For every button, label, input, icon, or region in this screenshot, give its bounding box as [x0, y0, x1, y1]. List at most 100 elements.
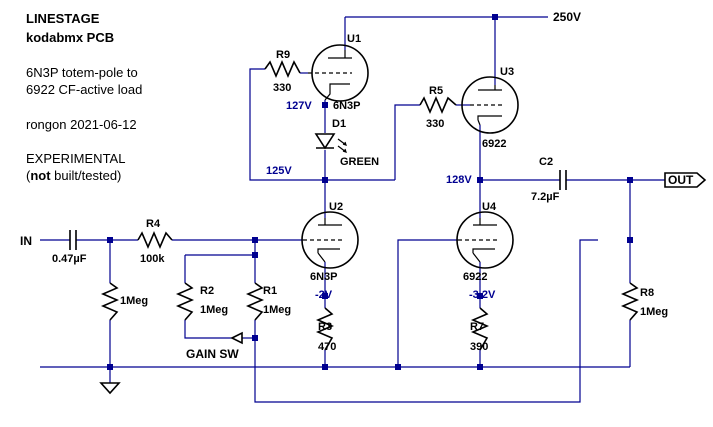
- u1-type: 6N3P: [333, 100, 361, 112]
- ground-icon: [99, 382, 121, 395]
- capacitor-c2: [559, 170, 567, 190]
- tube-envelope: [461, 76, 519, 134]
- tube-cathode: [477, 115, 502, 126]
- c2-value: 7.2µF: [531, 191, 560, 203]
- notes-desc-line2: 6922 CF-active load: [26, 82, 142, 97]
- r3-ref: R3: [318, 321, 332, 333]
- tube-plate: [328, 50, 352, 59]
- r8-ref: R8: [640, 287, 654, 299]
- u4-cathode-value: 3.2V: [473, 289, 496, 301]
- u3-type: 6922: [482, 138, 506, 150]
- input-port-label: IN: [20, 234, 32, 248]
- led-ray-icon: [337, 138, 347, 146]
- rin-value: 1Meg: [120, 295, 148, 307]
- junction-dot: [395, 364, 401, 370]
- c2-ref: C2: [539, 156, 553, 168]
- u2-type: 6N3P: [310, 271, 338, 283]
- u1-ref: U1: [347, 33, 361, 45]
- junction-dots: [107, 14, 633, 370]
- junction-dot: [322, 364, 328, 370]
- r4-ref: R4: [146, 218, 161, 230]
- u2-cathode-value: 2V: [319, 289, 333, 301]
- r3-value: 470: [318, 341, 336, 353]
- u4-grid-wire: [397, 239, 458, 367]
- mid-right-voltage: 128V: [446, 174, 472, 186]
- junction-dot: [252, 252, 258, 258]
- junction-dot: [252, 335, 258, 341]
- r2-ref: R2: [200, 285, 214, 297]
- notes-status-detail: (not built/tested): [26, 168, 121, 183]
- r7-value: 390: [470, 341, 488, 353]
- wires: [40, 16, 665, 403]
- mid-left-voltage: 125V: [266, 165, 292, 177]
- resistor-r7: [470, 307, 490, 351]
- d1-ref: D1: [332, 118, 346, 130]
- resistor-r5: [419, 95, 457, 115]
- resistor-r1: [245, 282, 265, 321]
- notes-author: rongon 2021-06-12: [26, 117, 137, 132]
- r5-left-wire: [394, 104, 420, 180]
- output-port-label: OUT: [668, 173, 694, 187]
- tube-envelope: [301, 211, 359, 269]
- d1-label: GREEN: [340, 156, 379, 168]
- r9-ref: R9: [276, 49, 290, 61]
- not-word: not: [30, 168, 51, 183]
- r1-value: 1Meg: [263, 304, 291, 316]
- u1-node-voltage: 127V: [286, 100, 312, 112]
- u3-ref: U3: [500, 66, 514, 78]
- paren-open: (: [26, 168, 31, 183]
- resistor-r9: [264, 59, 301, 79]
- resistor-r8: [620, 282, 640, 321]
- r2-bottom-wire: [184, 320, 232, 339]
- tube-u2: [301, 211, 359, 269]
- junction-dot: [477, 364, 483, 370]
- resistor-r3: [315, 307, 335, 351]
- tube-cathode: [472, 248, 495, 263]
- tube-plate: [478, 85, 502, 91]
- r7-ref: R7: [470, 321, 484, 333]
- junction-dot: [107, 364, 113, 370]
- tube-cathode: [324, 83, 350, 101]
- resistor-r2: [175, 282, 195, 321]
- notes-subtitle: kodabmx PCB: [26, 30, 114, 45]
- junction-dot: [252, 237, 258, 243]
- minus-sign: -: [469, 289, 473, 301]
- tube-plate: [473, 218, 497, 226]
- r2-value: 1Meg: [200, 304, 228, 316]
- junction-dot: [492, 14, 498, 20]
- junction-dot: [627, 177, 633, 183]
- resistor-r4: [137, 230, 173, 250]
- junction-dot: [322, 293, 328, 299]
- r8-value: 1Meg: [640, 306, 668, 318]
- supply-label: 250V: [553, 10, 581, 24]
- r9-value: 330: [273, 82, 291, 94]
- tube-u1: [308, 44, 369, 102]
- u2-ref: U2: [329, 201, 343, 213]
- r1-ref: R1: [263, 285, 277, 297]
- junction-dot: [627, 237, 633, 243]
- feedback-loop-wire: [254, 239, 598, 403]
- notes-desc-line1: 6N3P totem-pole to: [26, 65, 138, 80]
- junction-dot: [322, 102, 328, 108]
- diode-triangle: [314, 133, 336, 150]
- tube-plate: [318, 218, 342, 226]
- junction-dot: [107, 237, 113, 243]
- resistor-rin: [100, 282, 120, 321]
- tube-cathode: [317, 248, 340, 263]
- junction-dot: [477, 177, 483, 183]
- tube-u4: [456, 211, 514, 269]
- gain-switch-arrow-icon: [230, 331, 243, 345]
- output-port-icon: [664, 172, 707, 188]
- tube-envelope: [456, 211, 514, 269]
- r5-ref: R5: [429, 85, 443, 97]
- tube-u3: [461, 76, 519, 134]
- u4-type: 6922: [463, 271, 487, 283]
- cin-value: 0.47µF: [52, 253, 87, 265]
- junction-dot: [477, 293, 483, 299]
- junction-dot: [322, 177, 328, 183]
- u2-cathode-voltage: -2V: [315, 289, 333, 301]
- notes-status: EXPERIMENTAL: [26, 151, 125, 166]
- r5-value: 330: [426, 118, 444, 130]
